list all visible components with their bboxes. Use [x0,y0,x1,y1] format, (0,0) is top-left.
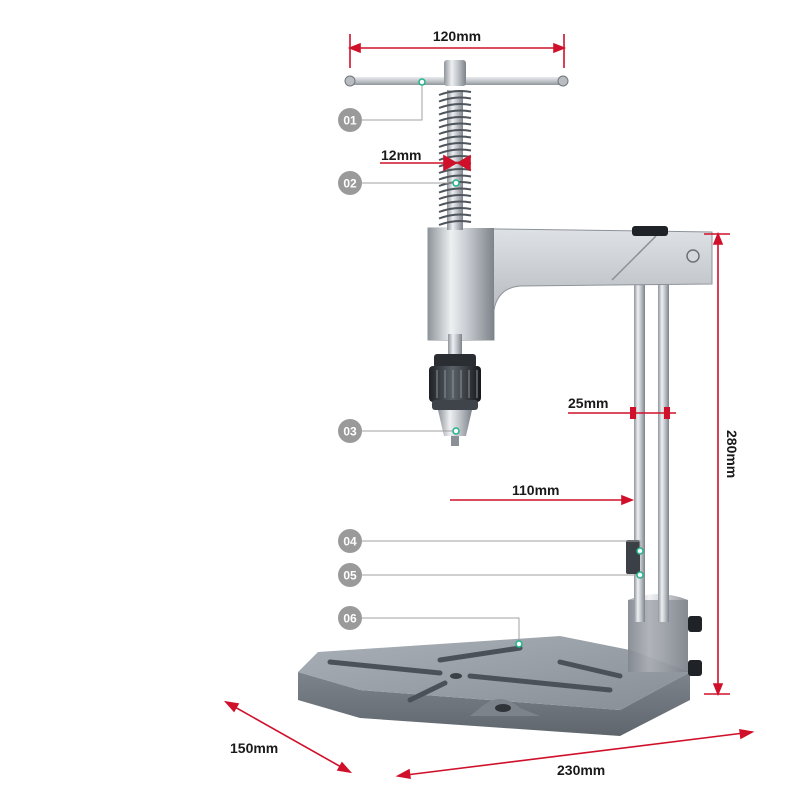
base-front-hole [495,704,511,712]
chuck-tip [451,436,459,446]
dimension-labels: 120mm 12mm 25mm 110mm 280mm 150mm 230mm [230,28,740,778]
dim-label-height: 280mm [724,430,740,478]
spring-coil [438,142,472,148]
spring-coil [438,135,472,142]
svg-text:06: 06 [343,612,357,626]
callout-04: 04 [338,529,644,555]
svg-text:01: 01 [343,114,357,128]
arm-top-cap [632,226,668,236]
arm-lock-screw [686,249,700,263]
t-handle [344,60,569,87]
dim-label-base-depth: 150mm [230,740,278,756]
svg-text:04: 04 [343,535,357,549]
spring-coil [438,187,472,194]
spring-coil [438,109,472,116]
drill-chuck [429,354,481,446]
t-handle-end-right [557,75,569,87]
spring-coil [438,220,472,226]
spring-coil [438,103,472,109]
depth-stop-collar [626,540,640,574]
spring-coil [438,207,472,213]
chuck-top [434,354,476,368]
callout-02: 02 [338,171,460,195]
t-handle-end-left [344,75,356,87]
spring-coil [438,174,472,181]
base-slots [327,645,623,703]
dim-label-screw-diameter: 12mm [381,147,421,163]
spring-coil [438,194,472,200]
callout-01: 01 [338,78,426,132]
svg-text:03: 03 [343,425,357,439]
column-right [658,282,669,622]
svg-text:05: 05 [343,569,357,583]
spring-coil [438,96,472,103]
arm-bevel [611,235,657,281]
arm-housing-front [428,228,494,340]
chuck-nose [438,410,472,436]
base-center-hole [450,673,462,679]
base-lock-knob-lower [688,660,702,676]
callout-05: 05 [338,563,644,587]
spring-coil [438,200,472,207]
columns [626,282,669,622]
callout-03: 03 [338,419,460,443]
return-spring [438,90,472,226]
t-handle-hub [444,60,466,86]
svg-text:02: 02 [343,177,357,191]
dimension-lines [223,34,755,779]
spring-coil [438,213,472,220]
column-left [634,282,645,622]
chuck-sleeve [429,366,481,402]
dim-label-base-width: 230mm [557,762,605,778]
base-top [298,636,690,710]
dim-label-handle-width: 120mm [433,28,481,44]
spindle-collar [448,334,462,356]
dim-line-base-width [397,731,753,777]
callouts: 01 02 03 04 05 [338,78,644,648]
spring-coil [438,129,472,135]
spring-coil [438,90,472,96]
callout-06: 06 [338,606,523,648]
base-lock-knob-upper [688,616,702,632]
spring-coil [438,148,472,155]
spring-coil [438,116,472,122]
arm [427,226,713,341]
chuck-knurl [436,370,478,398]
spindle [438,90,472,356]
spring-coil [438,122,472,129]
chuck-ring [432,400,478,410]
dim-label-throat-depth: 110mm [512,482,559,498]
dim-line-base-depth [225,701,351,773]
dim-label-column-diameter: 25mm [568,395,608,411]
